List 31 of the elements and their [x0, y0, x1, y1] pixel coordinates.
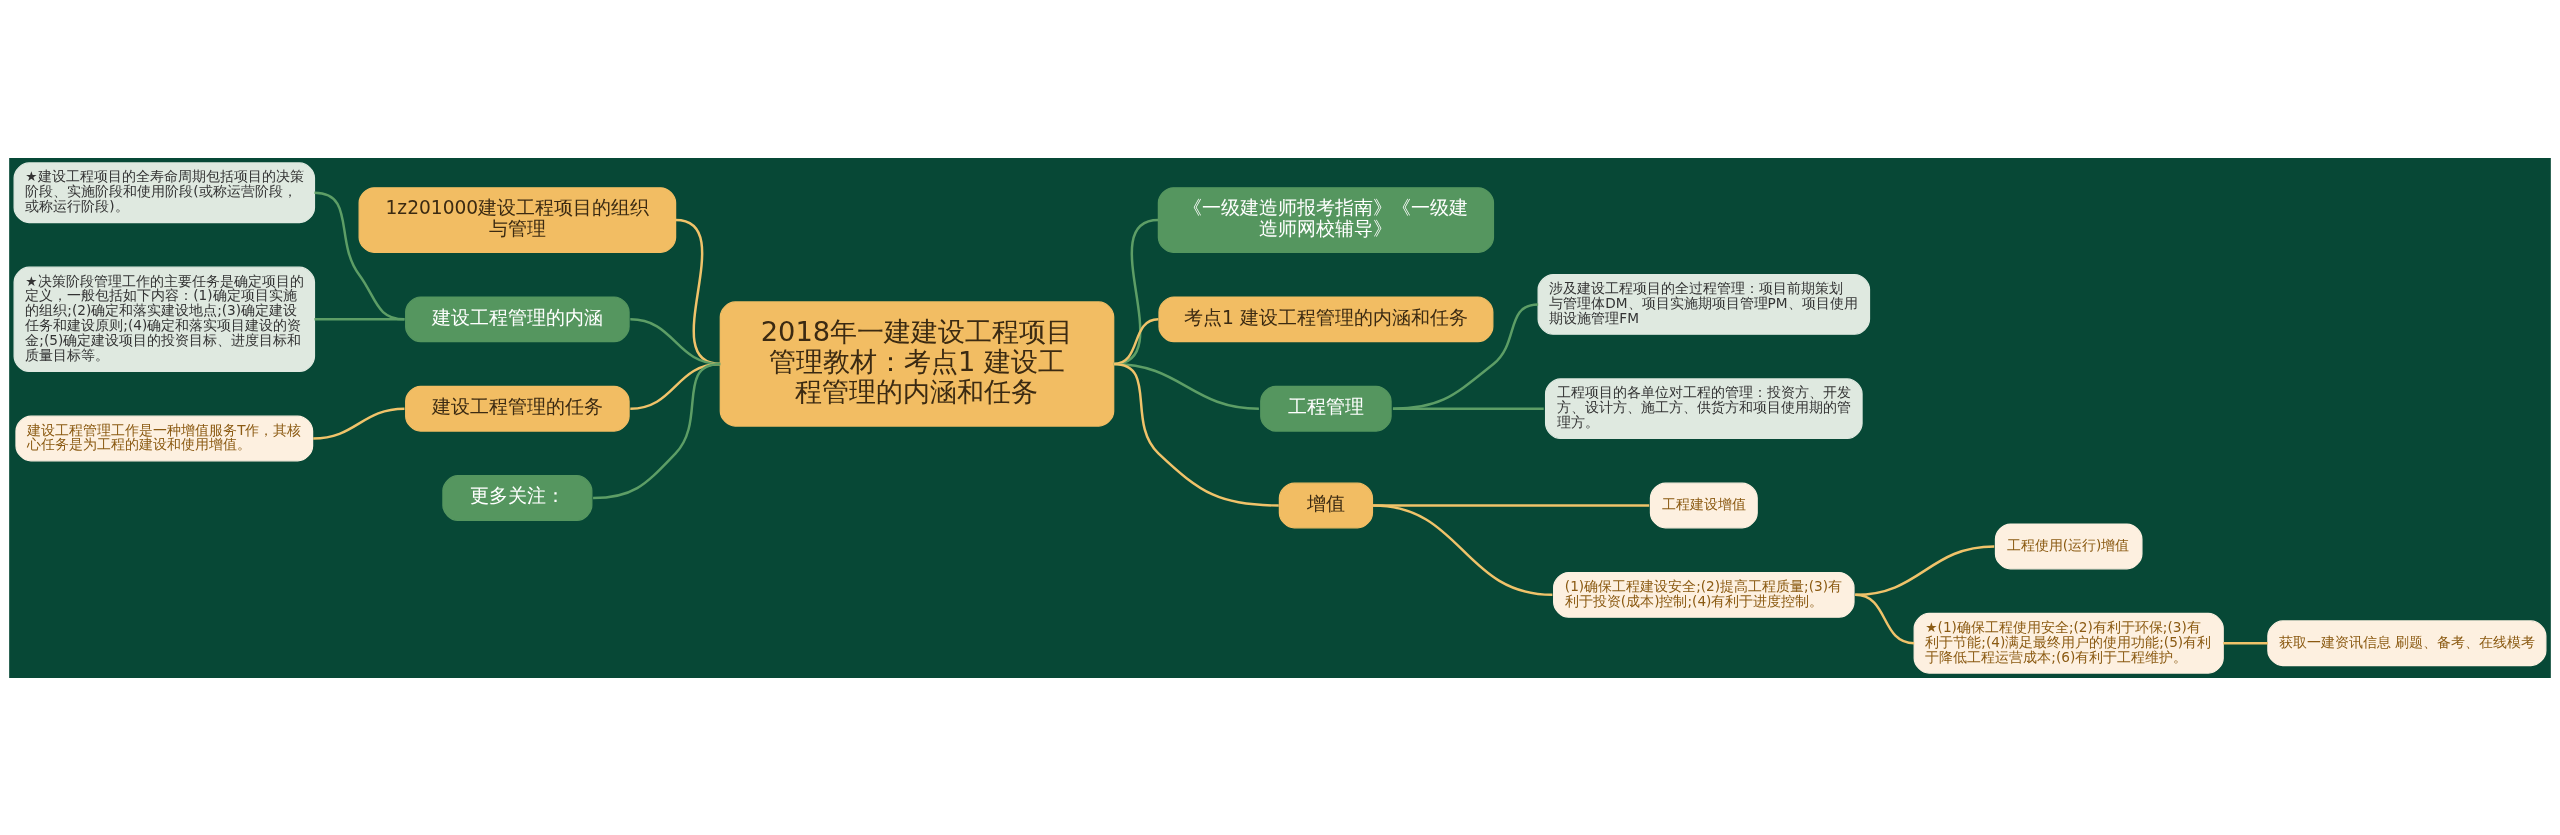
node-box: 1z201000建设工程项目的组织与管理: [358, 186, 677, 253]
connector: [1372, 503, 1553, 596]
connector: [1113, 362, 1279, 507]
node-box: ★决策阶段管理工作的主要任务是确定项目的定义，一般包括如下内容：(1)确定项目实施的组织;(2)确定和落实建设地点;(3)确定建设任务和建设原则;(4)确定和落实项目建设的资金;(5)确定建设项目的投资目标、进度目标和质量目标等。: [13, 266, 316, 372]
node-box: 考点1 建设工程管理的内涵和任务: [1158, 295, 1494, 342]
connector: [1113, 317, 1159, 365]
node-box: 工程使用(运行)增值: [1994, 523, 2143, 569]
node-box: 增值: [1278, 482, 1374, 528]
node-box: 工程项目的各单位对工程的管理：投资方、开发方、设计方、施工方、供货方和项目使用期的管理方。: [1544, 377, 1863, 439]
connector: [1113, 218, 1159, 365]
node-box: (1)确保工程建设安全;(2)提高工程质量;(3)有利于投资(成本)控制;(4)有利于进度控制。: [1553, 571, 1855, 618]
connector: [1855, 593, 1915, 644]
node-box: 更多关注：: [442, 474, 593, 521]
connector: [314, 191, 405, 321]
node-box: 2018年一建建设工程项目管理教材：考点1 建设工程管理的内涵和任务: [719, 300, 1115, 427]
connector: [313, 406, 405, 440]
node-box: 涉及建设工程项目的全过程管理：项目前期策划与管理体DM、项目实施期项目管理PM、项目使用期设施管理FM: [1537, 273, 1871, 335]
connector: [1855, 544, 1995, 596]
node-box: 建设工程管理的内涵: [405, 295, 630, 342]
node-box: ★建设工程项目的全寿命周期包括项目的决策阶段、实施阶段和使用阶段(或称运营阶段，或称运行阶段)。: [13, 161, 316, 223]
node-box: 建设工程管理工作是一种增值服务T作，其核心任务是为工程的建设和使用增值。: [15, 415, 314, 461]
node-box: ★(1)确保工程使用安全;(2)有利于环保;(3)有利于节能;(4)满足最终用户的使用功能;(5)有利于降低工程运营成本;(6)有利于工程维护。: [1913, 612, 2224, 674]
node-box: 获取一建资讯信息 刷题、备考、在线模考: [2267, 619, 2547, 666]
node-box: 《一级建造师报考指南》《一级建造师网校辅导》: [1157, 186, 1495, 253]
connector: [2223, 641, 2268, 644]
node-box: 工程管理: [1260, 385, 1392, 432]
connector: [593, 362, 721, 499]
connector: [1392, 406, 1544, 410]
node-box: 工程建设增值: [1649, 482, 1758, 528]
node-box: 建设工程管理的任务: [405, 385, 630, 432]
connector: [314, 317, 405, 321]
